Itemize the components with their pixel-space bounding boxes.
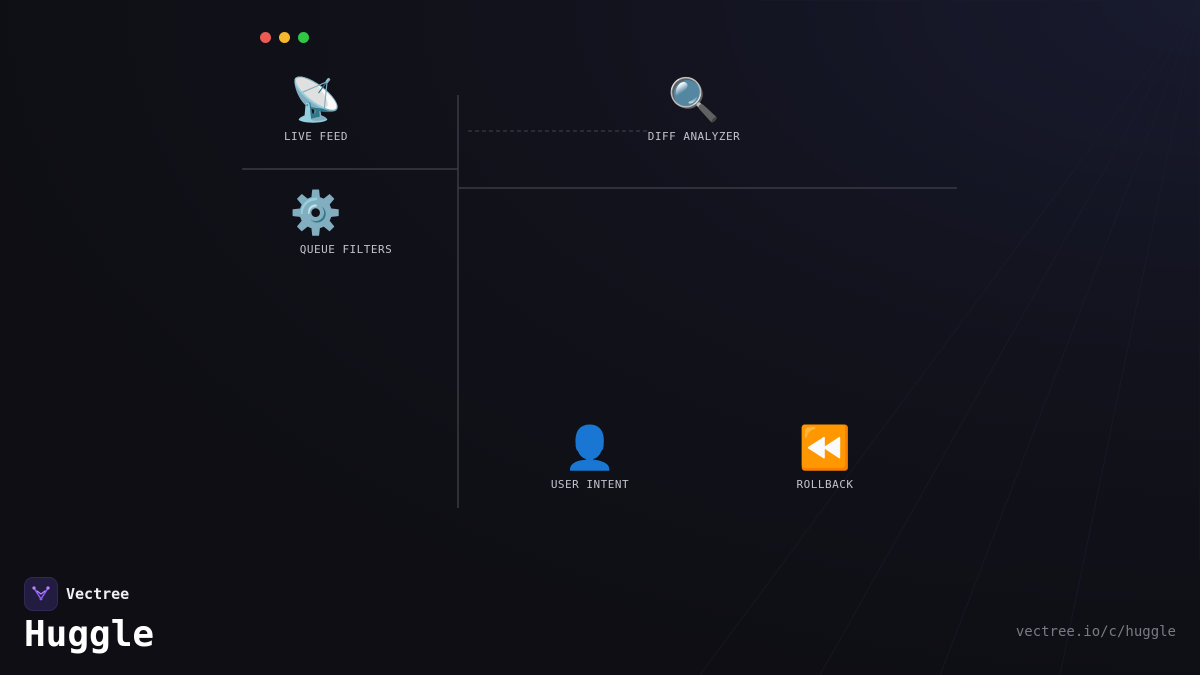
user-silhouette-icon: 👤 [563,423,617,472]
window-controls [260,32,309,43]
brand-name: Vectree [66,585,130,603]
node-live-feed[interactable]: 📡 LIVE FEED [246,74,386,143]
node-label: QUEUE FILTERS [299,243,393,256]
rewind-icon: ⏪ [798,423,852,472]
node-label: ROLLBACK [796,478,854,491]
node-rollback[interactable]: ⏪ ROLLBACK [755,422,895,491]
minimize-window-button[interactable] [279,32,290,43]
satellite-antenna-icon: 📡 [289,75,343,124]
vectree-logo-icon [24,577,58,611]
project-title: Huggle [24,614,155,655]
node-diff-analyzer[interactable]: 🔍 DIFF ANALYZER [624,74,764,143]
project-url[interactable]: vectree.io/c/huggle [1015,624,1176,640]
node-label: LIVE FEED [283,130,349,143]
magnifying-glass-icon: 🔍 [667,75,721,124]
brand-block: Vectree Huggle [24,577,154,655]
node-label: USER INTENT [550,478,630,491]
node-queue-filters[interactable]: ⚙️ QUEUE FILTERS [246,187,392,256]
node-user-intent[interactable]: 👤 USER INTENT [520,422,660,491]
node-label: DIFF ANALYZER [647,130,741,143]
maximize-window-button[interactable] [298,32,309,43]
close-window-button[interactable] [260,32,271,43]
gear-icon: ⚙️ [289,188,343,237]
